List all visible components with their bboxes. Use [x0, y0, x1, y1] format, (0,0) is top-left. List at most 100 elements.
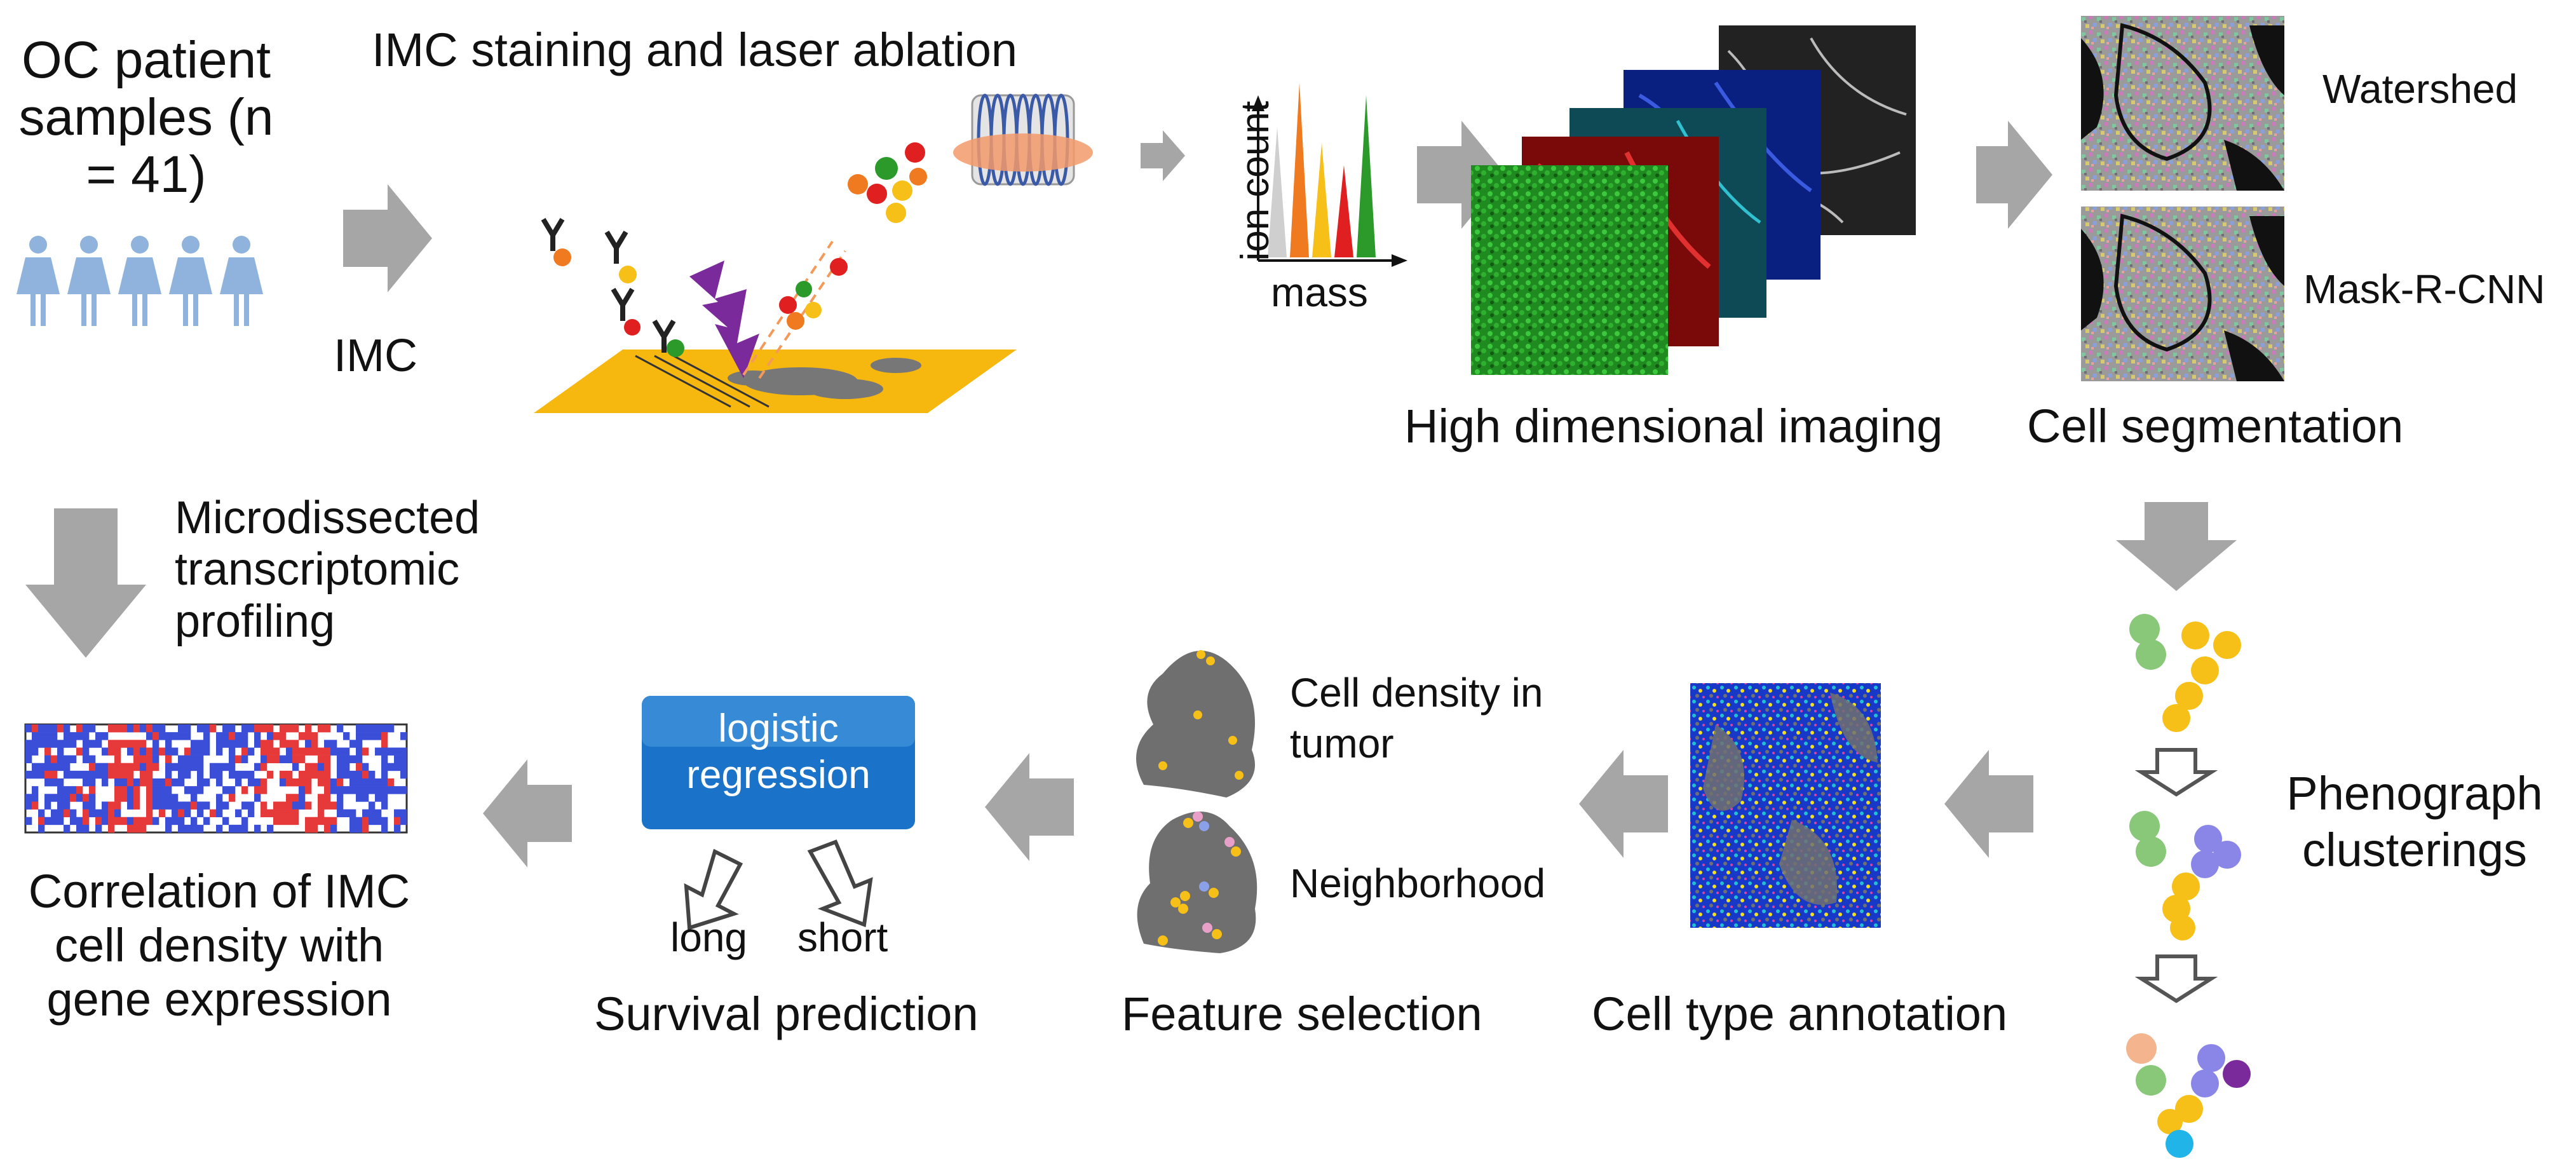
heatmap-cell [57, 778, 64, 787]
heatmap-cell [159, 724, 166, 733]
heatmap-cell [280, 778, 287, 787]
heatmap-cell [108, 740, 115, 748]
heatmap-cell [114, 794, 121, 802]
heatmap-cell [95, 770, 102, 779]
heatmap-cell [25, 770, 32, 779]
heatmap-cell [356, 824, 363, 833]
heatmap-cell [241, 824, 248, 833]
heatmap-cell [165, 755, 172, 764]
heatmap-cell [140, 740, 147, 748]
heatmap-cell [299, 732, 306, 740]
heatmap-cell [89, 786, 96, 794]
heatmap-cell [32, 794, 39, 802]
heatmap-cell [121, 763, 128, 771]
phenograph-label: Phenograph clusterings [2286, 767, 2543, 876]
heatmap-cell [375, 809, 382, 818]
heatmap-cell [400, 786, 407, 794]
feature-caption: Feature selection [1122, 988, 1482, 1040]
heatmap-cell [248, 747, 255, 756]
heatmap-cell [108, 770, 115, 779]
heatmap-cell [159, 809, 166, 818]
heatmap-cell [38, 824, 45, 833]
heatmap-cell [32, 740, 39, 748]
survival-caption: Survival prediction [594, 988, 979, 1040]
heatmap-cell [248, 809, 255, 818]
heatmap-cell [146, 763, 153, 771]
person-icon [17, 236, 60, 326]
heatmap-cell [51, 794, 58, 802]
heatmap-cell [216, 740, 223, 748]
heatmap-cell [229, 747, 236, 756]
heatmap-cell [32, 747, 39, 756]
arrow-down-hollow-icon [2134, 748, 2218, 797]
heatmap-cell [337, 794, 344, 802]
heatmap-cell [51, 740, 58, 748]
antibody-icons [541, 217, 676, 353]
heatmap-cell [38, 724, 45, 733]
heatmap-cell [172, 801, 179, 810]
heatmap-cell [356, 817, 363, 825]
heatmap-cell [57, 801, 64, 810]
heatmap-cell [95, 824, 102, 833]
heatmap-cell [324, 747, 331, 756]
heatmap-cell [153, 786, 159, 794]
heatmap-cell [349, 770, 356, 779]
heatmap-cell [324, 794, 331, 802]
heatmap-cell [235, 740, 242, 748]
heatmap-cell [229, 724, 236, 733]
heatmap-cell [229, 763, 236, 771]
heatmap-cell [38, 809, 45, 818]
heatmap-cell [51, 732, 58, 740]
heatmap-cell [165, 740, 172, 748]
heatmap-cell [70, 809, 77, 818]
heatmap-cell [369, 724, 376, 733]
heatmap-cell [267, 824, 274, 833]
heatmap-cell [400, 747, 407, 756]
spectrum-y-label: ion count [1233, 100, 1278, 261]
arrow-left-icon [1944, 750, 2033, 858]
heatmap-cell [146, 794, 153, 802]
heatmap-cell [191, 755, 198, 764]
heatmap-cell [146, 778, 153, 787]
heatmap-cell [267, 770, 274, 779]
heatmap-cell [153, 801, 159, 810]
heatmap-cell [343, 747, 350, 756]
heatmap-cell [197, 770, 204, 779]
heatmap-cell [362, 786, 369, 794]
heatmap-cell [127, 747, 134, 756]
heatmap-cell [280, 755, 287, 764]
heatmap-cell [102, 747, 109, 756]
heatmap-cell [388, 786, 395, 794]
heatmap-cell [197, 740, 204, 748]
heatmap-cell [381, 794, 388, 802]
heatmap-cell [261, 763, 268, 771]
heatmap-cell [76, 724, 83, 733]
heatmap-cell [343, 763, 350, 771]
heatmap-cell [222, 786, 229, 794]
heatmap-cell [292, 794, 299, 802]
heatmap-cell [273, 732, 280, 740]
heatmap-cell [216, 794, 223, 802]
heatmap-cell [254, 794, 261, 802]
heatmap-cell [254, 824, 261, 833]
heatmap-cell [369, 809, 376, 818]
heatmap-cell [165, 770, 172, 779]
heatmap-cell [64, 732, 71, 740]
heatmap-cell [356, 740, 363, 748]
heatmap-cell [261, 801, 268, 810]
heatmap-cell [127, 794, 134, 802]
heatmap-cell [32, 724, 39, 733]
heatmap-cell [292, 809, 299, 818]
heatmap-cell [114, 778, 121, 787]
heatmap-cell [305, 778, 312, 787]
heatmap-cell [381, 817, 388, 825]
heatmap-cell [299, 801, 306, 810]
heatmap-cell [286, 770, 293, 779]
heatmap-cell [146, 747, 153, 756]
heatmap-cell [203, 732, 210, 740]
heatmap-cell [235, 770, 242, 779]
heatmap-cell [102, 801, 109, 810]
heatmap-cell [318, 763, 325, 771]
tag-dots [553, 248, 684, 357]
heatmap-cell [330, 740, 337, 748]
